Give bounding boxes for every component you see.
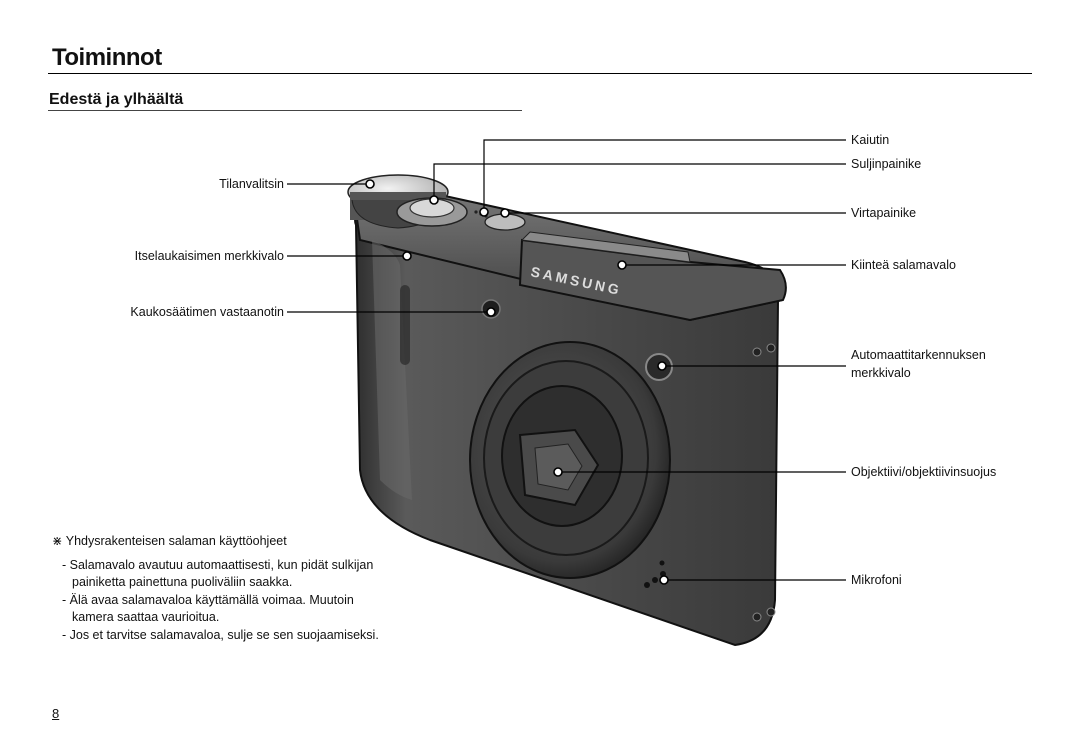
note-item: - Jos et tarvitse salamavaloa, sulje se …	[62, 628, 379, 642]
note-item: - Älä avaa salamavaloa käyttämällä voima…	[62, 593, 354, 624]
label-speaker: Kaiutin	[851, 133, 890, 147]
label-af-lamp-line1: Automaattitarkennuksen	[851, 348, 986, 362]
section-subtitle: Edestä ja ylhäältä	[49, 91, 184, 108]
label-power-button: Virtapainike	[851, 206, 917, 220]
page-number: 8	[52, 706, 60, 721]
note-item: - Salamavalo avautuu automaattisesti, ku…	[62, 558, 374, 589]
label-microphone: Mikrofoni	[851, 573, 902, 587]
screws	[752, 343, 776, 622]
page-title: Toiminnot	[52, 44, 162, 71]
callout-shutter	[433, 163, 846, 200]
notes-heading: ⋇ Yhdysrakenteisen salaman käyttöohjeet	[52, 533, 287, 548]
title-divider	[48, 73, 1032, 74]
callout-speaker	[483, 139, 846, 210]
label-built-in-flash: Kiinteä salamavalo	[851, 258, 956, 272]
flash-unit	[518, 238, 787, 322]
note-symbol-icon: ⋇	[52, 534, 63, 548]
notes-heading-text: Yhdysrakenteisen salaman käyttöohjeet	[65, 534, 287, 548]
label-mode-dial: Tilanvalitsin	[219, 177, 284, 191]
notes-list: - Salamavalo avautuu automaattisesti, ku…	[62, 557, 382, 646]
subtitle-divider	[48, 110, 522, 111]
label-shutter-button: Suljinpainike	[851, 157, 922, 171]
label-self-timer-lamp: Itselaukaisimen merkkivalo	[134, 249, 284, 263]
label-remote-receiver: Kaukosäätimen vastaanotin	[130, 305, 284, 319]
label-af-lamp-line2: merkkivalo	[851, 366, 911, 380]
label-lens: Objektiivi/objektiivinsuojus	[851, 465, 997, 479]
